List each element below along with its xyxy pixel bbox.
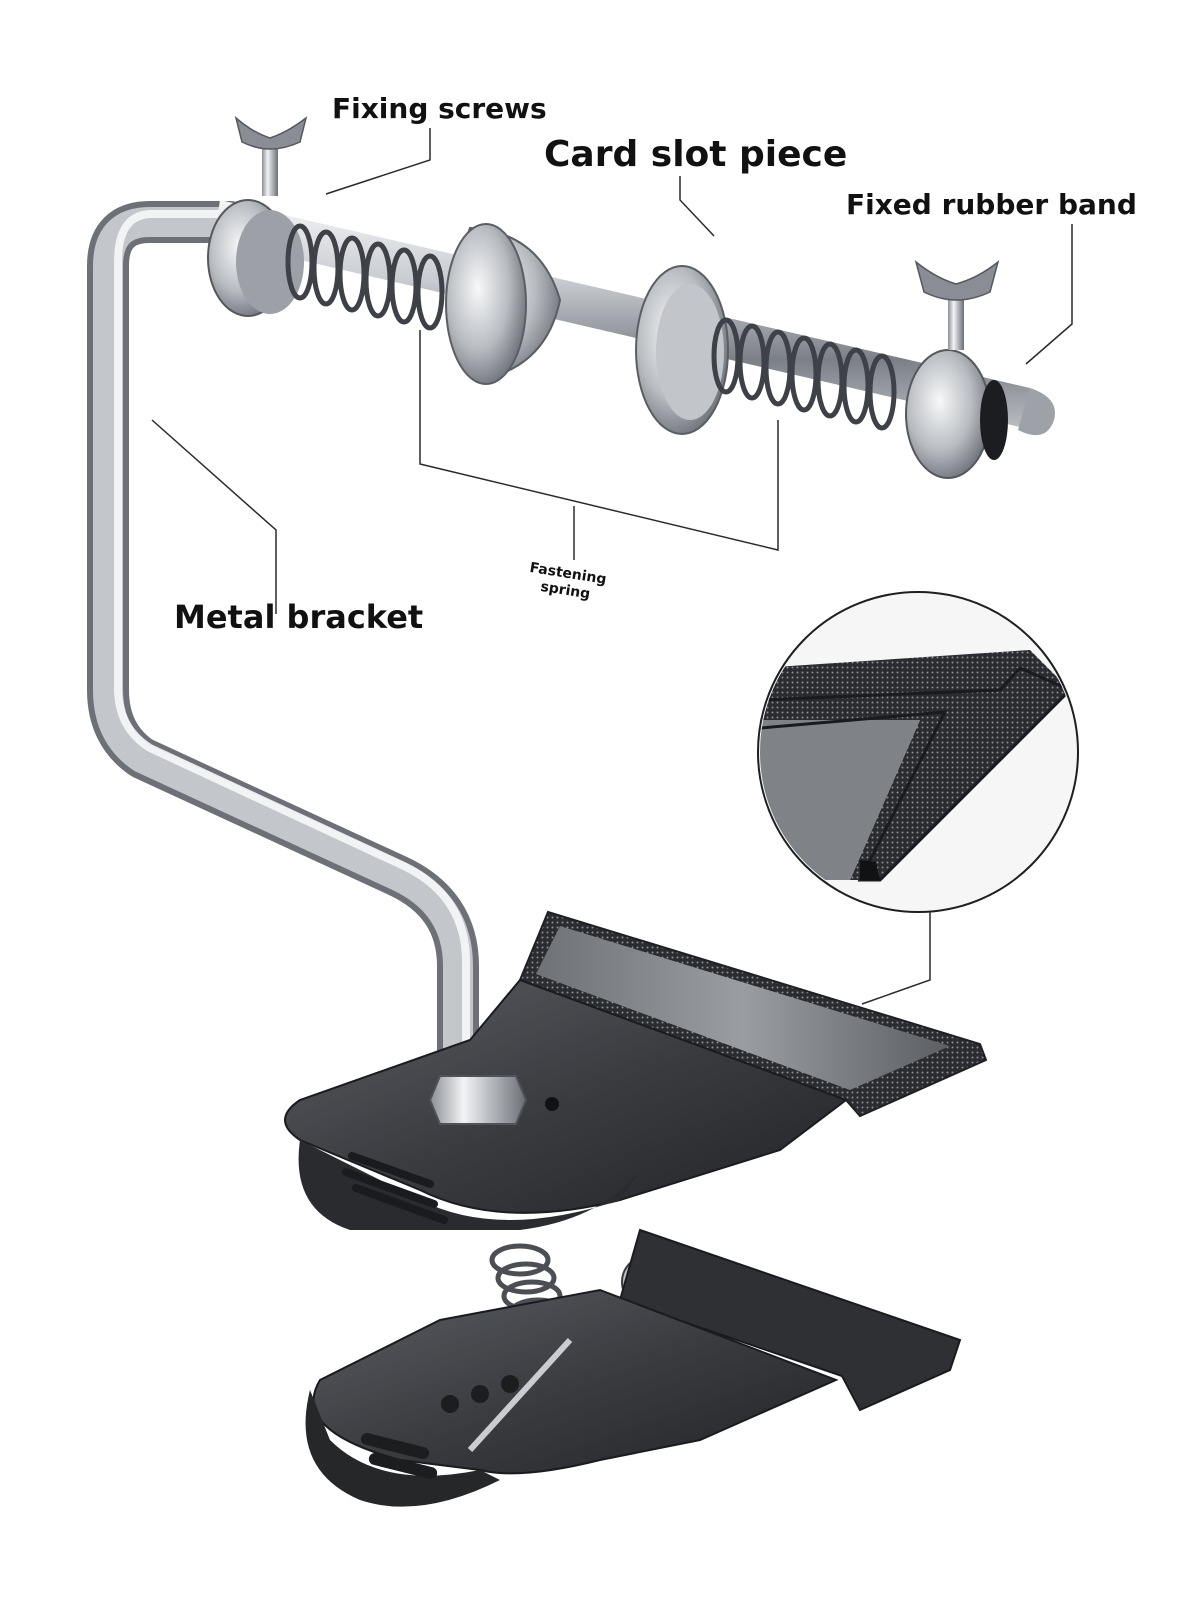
- hex-nut: [428, 1075, 528, 1125]
- leader-fastening-spring-bracket: [419, 330, 779, 551]
- leader-zoom-detail: [861, 912, 931, 1005]
- grip-ridges: [342, 1152, 448, 1224]
- label-card-slot-piece: Card slot piece: [544, 134, 848, 175]
- leader-fixed-rubber-band: [1025, 224, 1073, 365]
- rubber-band: [980, 380, 1008, 460]
- handle-slots: [360, 1375, 519, 1480]
- left-fastening-spring: [285, 223, 445, 331]
- label-fixed-rubber-band: Fixed rubber band: [846, 188, 1137, 221]
- label-metal-bracket: Metal bracket: [174, 598, 424, 636]
- label-fixing-screws: Fixing screws: [332, 92, 547, 125]
- clip-assembly: [284, 910, 988, 1507]
- leader-metal-bracket: [151, 419, 277, 614]
- card-slot-piece-cone: [445, 223, 562, 385]
- horizontal-shaft: [214, 200, 1055, 436]
- metal-bracket-rod: [87, 201, 479, 1109]
- leader-fixing-screws: [325, 128, 431, 195]
- leader-card-slot-piece: [679, 176, 715, 237]
- left-fixing-screw: [207, 115, 308, 317]
- right-fixing-screw: [905, 259, 1008, 479]
- card-slot-washer: [635, 265, 729, 435]
- leader-lines: [151, 128, 1073, 1005]
- zoom-detail-circle: [757, 591, 1079, 913]
- right-fastening-spring: [711, 317, 897, 431]
